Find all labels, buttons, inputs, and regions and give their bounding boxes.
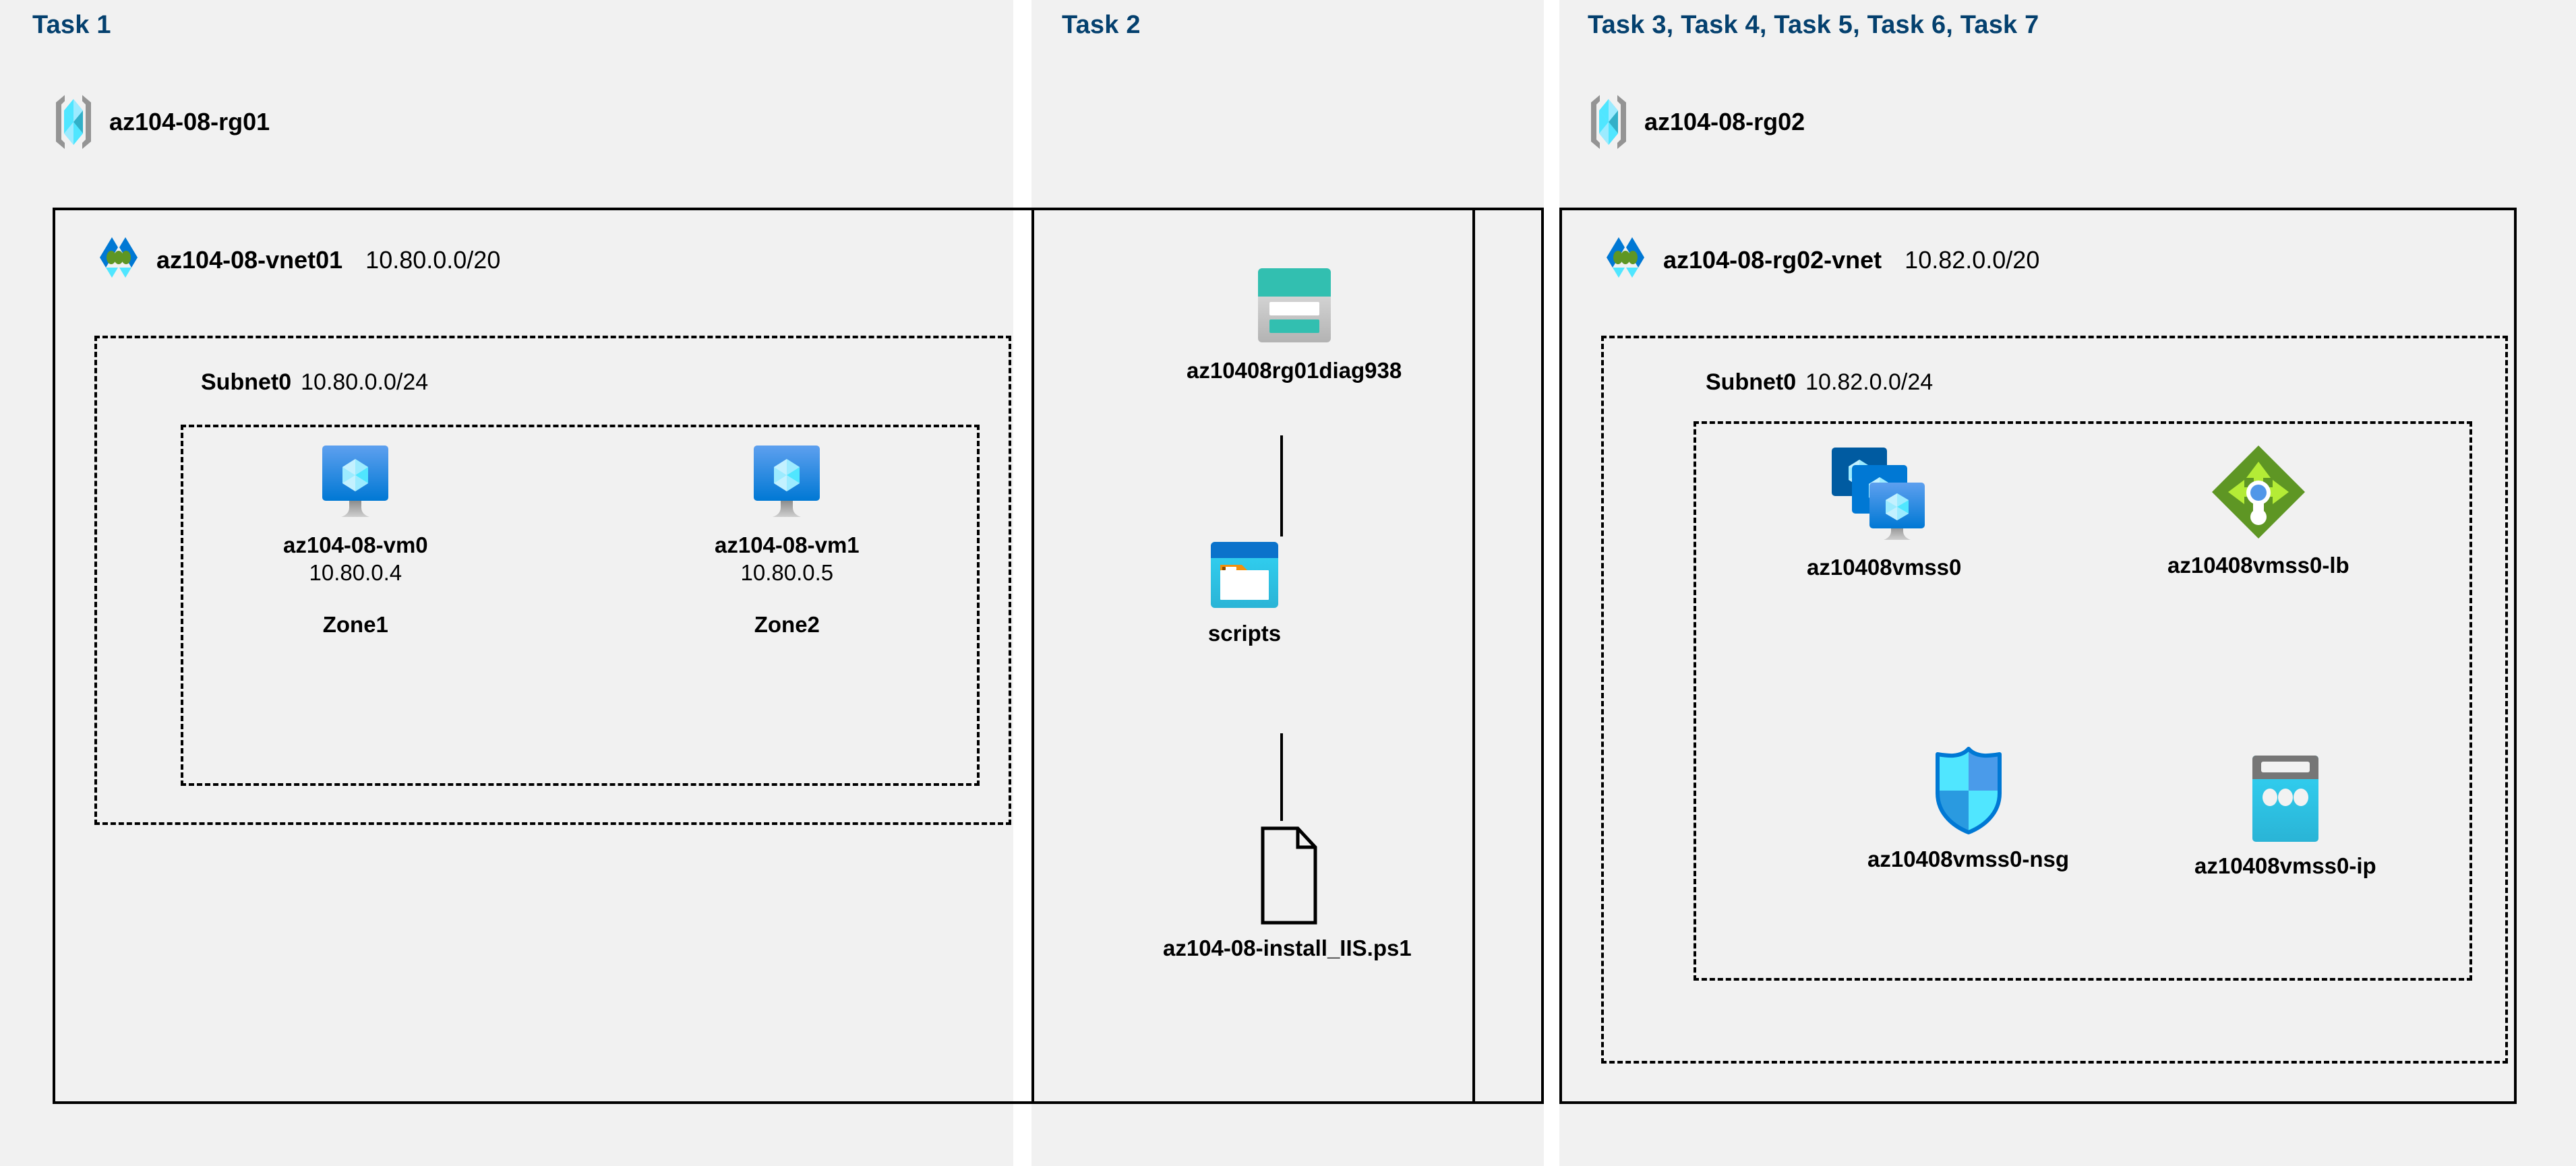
- task1-panel: [0, 0, 1013, 1166]
- zone-group-boundary: [181, 425, 980, 786]
- storage-account-name: az10408rg01diag938: [1187, 358, 1402, 383]
- subnet-name: Subnet0: [1706, 369, 1797, 395]
- load-balancer-icon: [2208, 441, 2309, 543]
- blob-container-icon: [1207, 539, 1282, 611]
- resource-group-name: az104-08-rg02: [1644, 108, 1805, 135]
- public-ip-node[interactable]: az10408vmss0-ip: [2194, 751, 2376, 880]
- connector-line: [1280, 435, 1283, 536]
- virtual-network-icon: [1601, 235, 1650, 286]
- load-balancer-name: az10408vmss0-lb: [2167, 553, 2349, 578]
- subnet-name: Subnet0: [201, 369, 292, 395]
- subnet-cidr: 10.82.0.0/24: [1805, 369, 1934, 395]
- storage-account-icon: [1251, 263, 1338, 348]
- subnet0-left-label: Subnet0 10.80.0.0/24: [201, 369, 428, 396]
- vnet-name: az104-08-vnet01: [156, 246, 343, 274]
- resource-group-rg02: az104-08-rg02: [1588, 93, 1805, 151]
- public-ip-address-icon: [2238, 751, 2333, 843]
- resource-group-rg01: az104-08-rg01: [53, 93, 270, 151]
- subnet-cidr: 10.80.0.0/24: [301, 369, 429, 395]
- task2-label: Task 2: [1062, 11, 1141, 39]
- vm-node-vm1[interactable]: az104-08-vm1 10.80.0.5 Zone2: [715, 441, 860, 638]
- vm-name: az104-08-vm1: [715, 532, 860, 557]
- vm-name: az104-08-vm0: [283, 532, 428, 557]
- vmss-node[interactable]: az10408vmss0: [1807, 445, 1961, 581]
- vnet02-boundary: [1559, 208, 2517, 1104]
- script-file-name: az104-08-install_IIS.ps1: [1163, 935, 1412, 960]
- nsg-node[interactable]: az10408vmss0-nsg: [1867, 745, 2069, 873]
- blob-container-name: scripts: [1207, 621, 1282, 646]
- vm-node-vm0[interactable]: az104-08-vm0 10.80.0.4 Zone1: [283, 441, 428, 638]
- virtual-machine-icon: [316, 441, 395, 522]
- resource-group-name: az104-08-rg01: [109, 108, 270, 135]
- load-balancer-node[interactable]: az10408vmss0-lb: [2167, 441, 2349, 579]
- virtual-network-icon: [94, 235, 143, 286]
- vnet02-header: az104-08-rg02-vnet 10.82.0.0/20: [1601, 235, 2039, 286]
- task3-panel: [1559, 0, 2576, 1166]
- vnet01-boundary: [53, 208, 1475, 1104]
- vmss-group-boundary: [1694, 421, 2472, 981]
- resource-group-icon: [1588, 93, 1629, 151]
- vnet-cidr: 10.82.0.0/20: [1905, 246, 2040, 274]
- nsg-name: az10408vmss0-nsg: [1867, 847, 2070, 871]
- file-icon: [1253, 826, 1321, 925]
- vnet-name: az104-08-rg02-vnet: [1663, 246, 1882, 274]
- network-security-group-icon: [1928, 745, 2009, 836]
- vnet01-header: az104-08-vnet01 10.80.0.0/20: [94, 235, 500, 286]
- vm-zone: Zone2: [754, 612, 820, 638]
- task2-boundary: [1031, 208, 1544, 1104]
- blob-container-node[interactable]: scripts: [1207, 539, 1282, 647]
- vm-scale-set-icon: [1830, 445, 1938, 545]
- connector-line: [1280, 733, 1283, 821]
- vm-ip: 10.80.0.5: [740, 560, 834, 586]
- task3-label: Task 3, Task 4, Task 5, Task 6, Task 7: [1588, 11, 2039, 39]
- vm-ip: 10.80.0.4: [309, 560, 402, 586]
- virtual-machine-icon: [747, 441, 827, 522]
- task1-label: Task 1: [32, 11, 111, 39]
- public-ip-name: az10408vmss0-ip: [2194, 853, 2376, 878]
- storage-account-node[interactable]: az10408rg01diag938: [1187, 263, 1402, 384]
- subnet0-boundary-left: [94, 336, 1011, 825]
- subnet0-boundary-right: [1601, 336, 2508, 1064]
- resource-group-icon: [53, 93, 94, 151]
- vm-zone: Zone1: [322, 612, 388, 638]
- task2-panel: [1031, 0, 1544, 1166]
- vnet-cidr: 10.80.0.0/20: [365, 246, 501, 274]
- subnet0-right-label: Subnet0 10.82.0.0/24: [1706, 369, 1933, 396]
- vmss-name: az10408vmss0: [1807, 555, 1962, 580]
- script-file-node[interactable]: az104-08-install_IIS.ps1: [1163, 826, 1412, 962]
